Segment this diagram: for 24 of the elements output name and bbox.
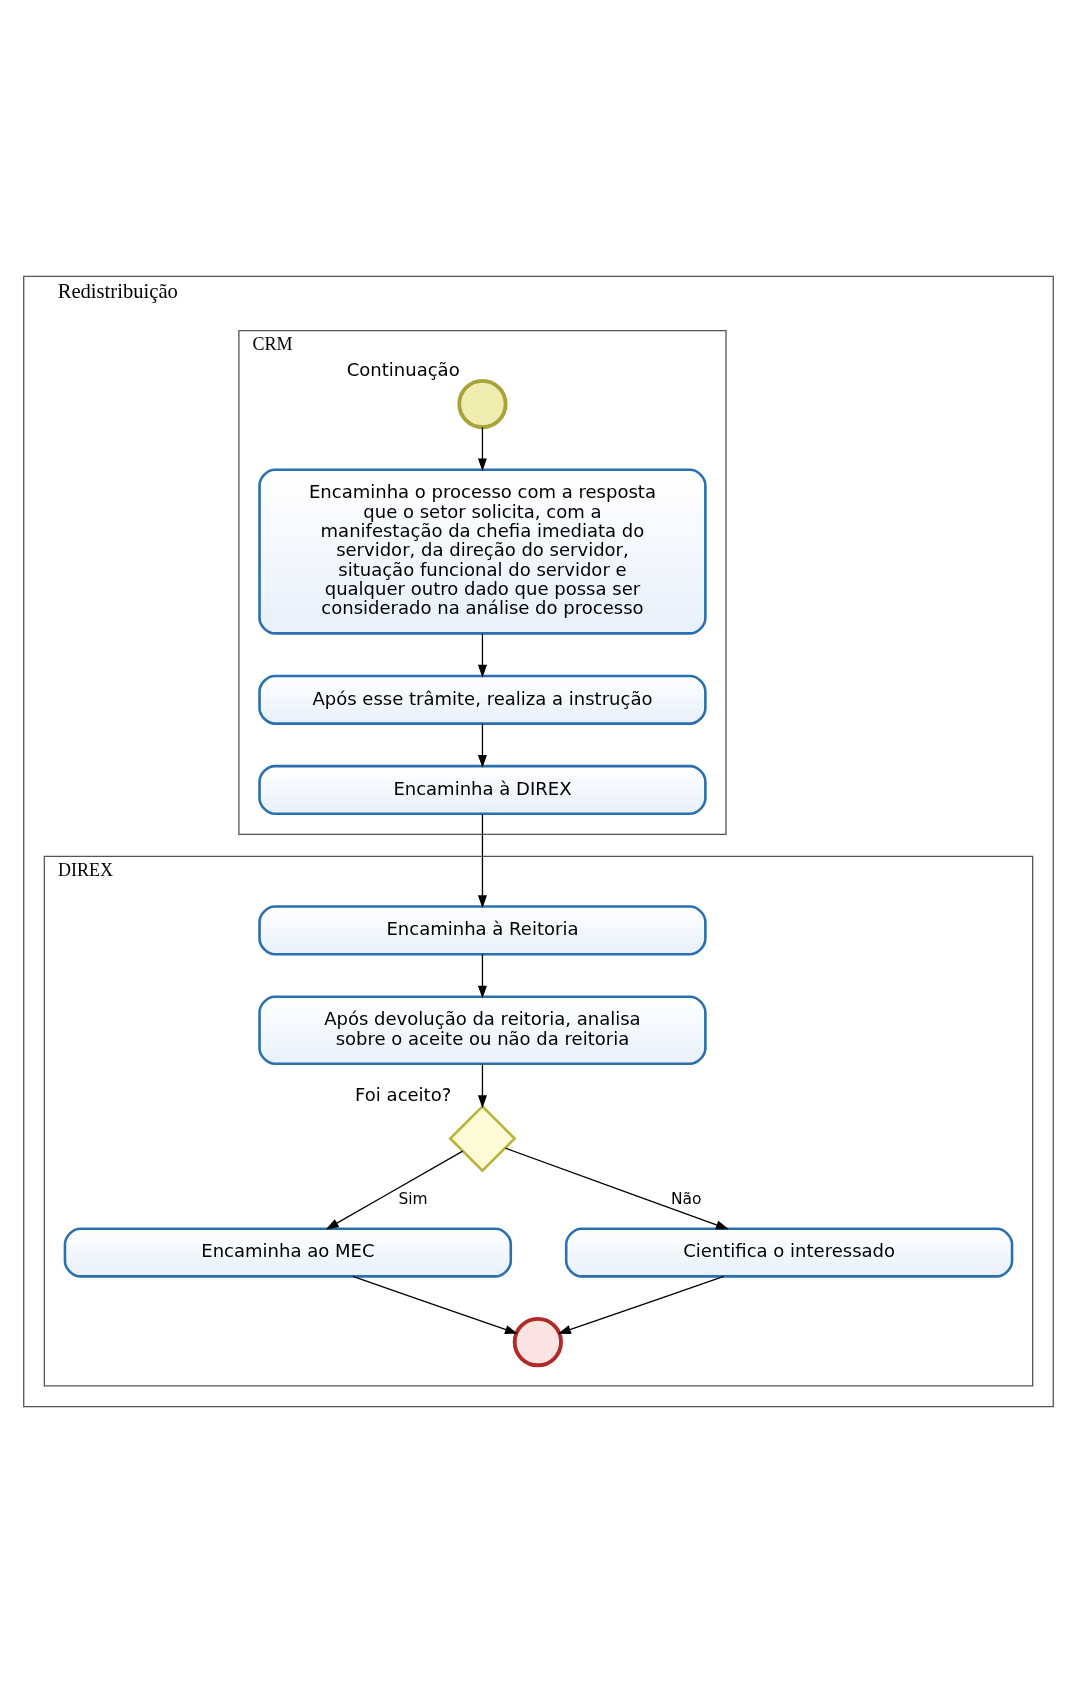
arrow xyxy=(477,1062,487,1108)
node-diamond xyxy=(448,1103,517,1173)
edge-label: Sim xyxy=(398,1189,428,1208)
node-box: Encaminha ao MEC xyxy=(63,1226,513,1278)
arrow xyxy=(477,953,487,999)
arrow xyxy=(558,1275,725,1334)
node-box: Após devolução da reitoria, analisa sobre o aceite ou não da reitoria xyxy=(258,995,707,1065)
arrow xyxy=(504,1147,729,1229)
node-box: Após esse trâmite, realiza a instrução xyxy=(258,674,707,725)
arrow xyxy=(325,1149,464,1230)
node-box: Encaminha o processo com a resposta que o setor solicita, com a manifestação da chefia imediata do servidor, da direção do servidor, situação funcional do servidor e qualquer outro dado que possa ser considerado na análise do processo xyxy=(258,467,707,635)
edge-label: Não xyxy=(670,1189,702,1208)
arrow xyxy=(477,722,487,768)
arrow xyxy=(477,812,487,908)
node-label: Continuação xyxy=(346,358,460,380)
node-label: Foi aceito? xyxy=(355,1083,452,1105)
arrow xyxy=(477,426,487,471)
node-circle xyxy=(512,1316,563,1367)
node-box: Encaminha à Reitoria xyxy=(258,904,707,956)
node-circle xyxy=(457,378,508,429)
arrow xyxy=(477,632,487,678)
node-box: Encaminha à DIREX xyxy=(258,764,707,815)
node-box: Cientifica o interessado xyxy=(564,1226,1014,1278)
arrow xyxy=(352,1275,518,1334)
